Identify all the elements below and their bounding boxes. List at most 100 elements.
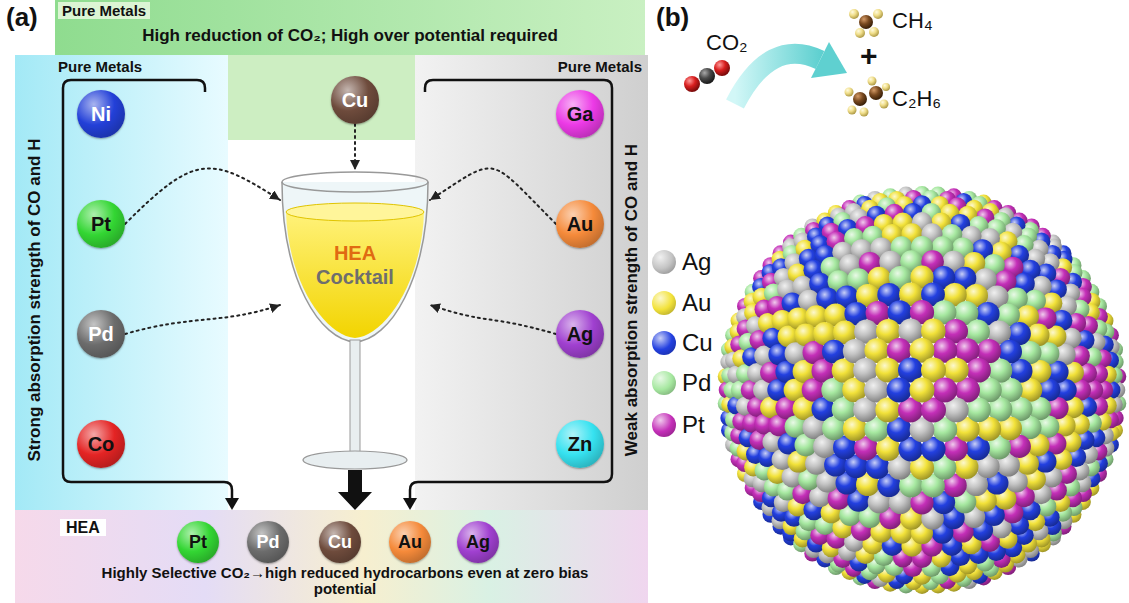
metal-symbol: Cu [328,533,352,551]
dotted-arrow [125,305,280,334]
band-heading: Pure Metals [58,2,150,19]
metal-circle: Au [389,521,431,563]
atom [932,378,957,403]
panel-label: C₂H₆ [892,86,941,111]
vertical-note: Strong absorption strength of CO and H [25,139,44,462]
metal-symbol: Ag [466,533,490,551]
legend-swatch [652,371,676,395]
panel-label-holder: CO₂ [706,30,748,56]
glass-text: Cocktail [316,266,394,288]
panel-label: CO₂ [706,30,748,55]
glass-text: HEA [334,242,376,264]
metal-circle: Pt [177,521,219,563]
panel-label-holder: CH₄ [892,8,933,34]
metal-circle: Ni [77,90,125,138]
metal-symbol: Pd [88,324,114,344]
bracket-arrowhead [225,498,239,510]
hea-glass: HEACocktail [280,170,430,470]
glass-text-holder: HEA [280,242,430,265]
legend-item: Au [652,289,711,317]
vertical-note-holder: Strong absorption strength of CO and H [25,100,45,500]
ch4-molecule [849,9,883,38]
panel-label-holder: (b) [656,2,689,33]
strong-adsorption-panel: Pure MetalsStrong absorption strength of… [15,55,228,510]
metal-circle: Cu [331,76,379,124]
band-title-holder: High reduction of CO₂; High over potenti… [70,26,630,46]
metal-circle: Au [556,200,604,248]
hea-tag-holder: HEA [60,519,106,537]
hea-tag: HEA [60,519,106,536]
metal-symbol: Ga [567,104,594,124]
reaction-arrow [735,42,847,104]
dotted-arrow [430,305,556,334]
bracket-line [63,80,232,499]
panel-label: (a) [6,2,38,32]
bracket-arrowhead [403,498,417,510]
atom [910,378,935,403]
legend-item: Ag [652,248,711,276]
result-note: Highly Selective CO₂→high reduced hydroc… [102,564,589,597]
legend-text: Cu [682,329,713,357]
bracket-lines [63,80,612,499]
panel-label-holder: C₂H₆ [892,86,941,112]
atom [887,378,912,403]
metal-circle: Zn [556,420,604,468]
panel-label: CH₄ [892,8,933,33]
vertical-note-holder: Weak absorption strength of CO and H [622,100,642,500]
metal-symbol: Pt [189,533,207,551]
legend-item: Pd [652,369,711,397]
panel-heading: Pure Metals [558,58,642,75]
panel-label-holder: + [860,40,878,72]
dotted-arrow [354,124,356,170]
dotted-arrow [125,168,280,224]
metal-symbol: Zn [568,434,592,454]
legend-item: Cu [652,329,713,357]
co2-molecule [684,60,730,92]
metal-symbol: Ni [91,104,111,124]
panel-label: + [860,39,878,72]
metal-circle: Pd [77,310,125,358]
metal-symbol: Co [88,434,115,454]
metal-symbol: Cu [342,90,369,110]
metal-circle: Ag [556,310,604,358]
metal-symbol: Pd [256,533,279,551]
legend-text: Au [682,289,711,317]
metal-circle: Cu [319,521,361,563]
metal-circle: Pt [77,200,125,248]
block-arrow [338,470,372,510]
panel-label: (b) [656,2,689,32]
metal-symbol: Ag [567,324,594,344]
dotted-arrow [430,168,556,224]
metal-symbol: Au [567,214,594,234]
legend-text: Pt [682,411,705,439]
legend-swatch [652,331,676,355]
metal-circle: Ga [556,90,604,138]
band-title: High reduction of CO₂; High over potenti… [142,26,558,45]
legend-swatch [652,413,676,437]
band-bar [55,0,645,55]
bracket-line [410,80,612,499]
glass-text-holder: Cocktail [280,266,430,289]
panel-heading-holder: Pure Metals [558,58,642,75]
panel-heading: Pure Metals [58,58,142,75]
legend-swatch [652,250,676,274]
metal-circle: Co [77,420,125,468]
panel-label-holder: (a) [6,2,38,33]
vertical-note: Weak absorption strength of CO and H [622,144,641,456]
legend-swatch [652,291,676,315]
hea-band: HEA Highly Selective CO₂→high reduced hyd… [15,510,648,603]
c2h6-molecule [845,77,891,117]
panel-heading-holder: Pure Metals [58,58,142,75]
band-heading-holder: Pure Metals [58,2,150,19]
metal-symbol: Au [398,533,422,551]
metal-symbol: Pt [91,214,111,234]
legend-item: Pt [652,411,705,439]
legend-text: Pd [682,369,711,397]
metal-circle: Pd [247,521,289,563]
metal-circle: Ag [457,521,499,563]
nanoparticle [718,186,1127,594]
band-extension [228,55,415,140]
